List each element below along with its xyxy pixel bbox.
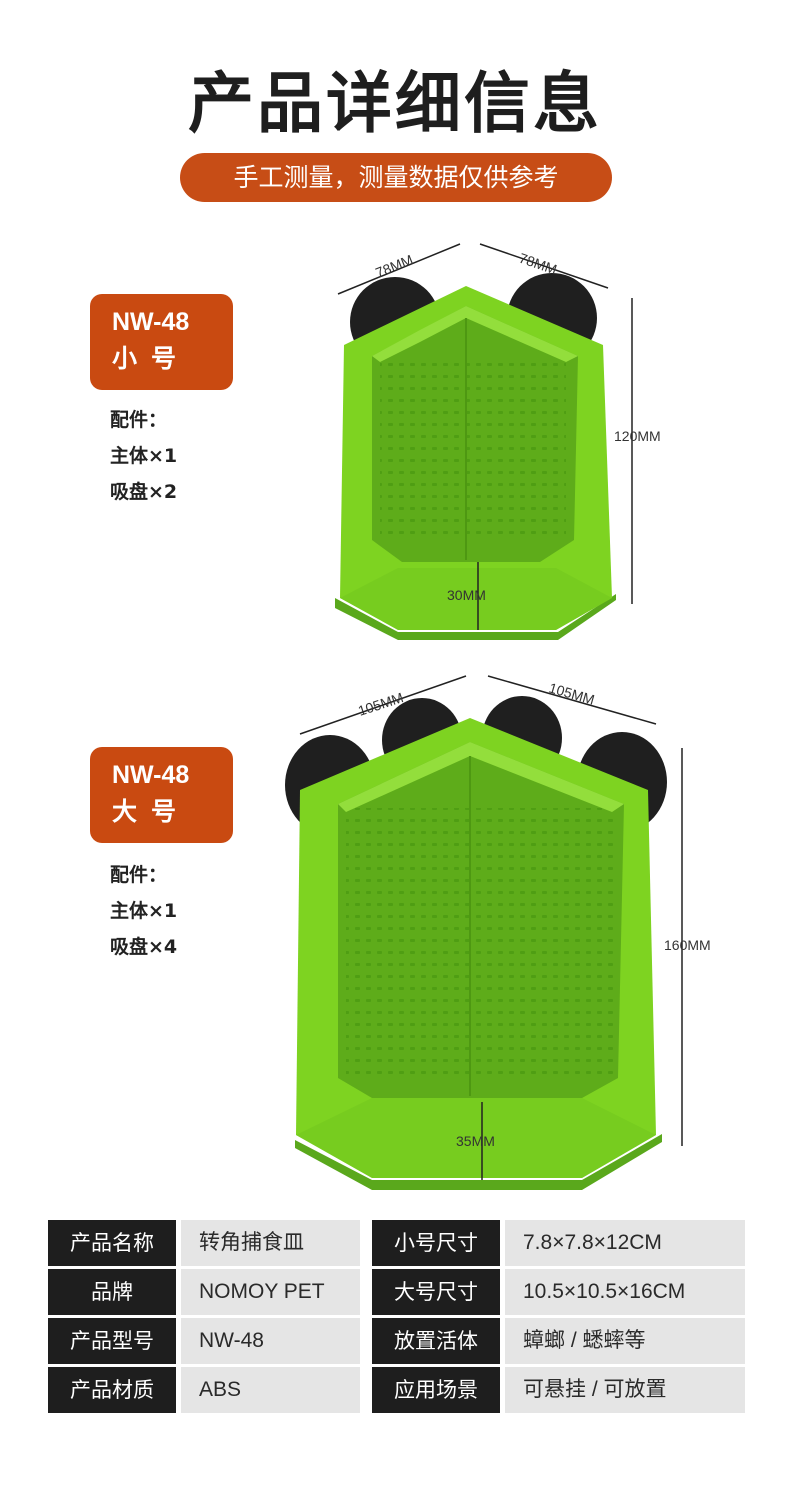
small-dim-height: 120MM xyxy=(614,428,661,444)
table-row: 产品名称 转角捕食皿 小号尺寸 7.8×7.8×12CM xyxy=(48,1220,745,1266)
spec-key: 放置活体 xyxy=(372,1318,500,1364)
small-size-label: 小号 xyxy=(112,345,191,373)
spec-value: 转角捕食皿 xyxy=(181,1220,360,1266)
spec-key: 应用场景 xyxy=(372,1367,500,1413)
spec-value: 10.5×10.5×16CM xyxy=(505,1269,745,1315)
small-part-suction: 吸盘×2 xyxy=(110,481,178,503)
large-product-image xyxy=(285,696,667,1190)
large-model-badge: NW-48 大号 xyxy=(90,747,233,843)
table-row: 产品型号 NW-48 放置活体 蟑螂 / 蟋蟀等 xyxy=(48,1318,745,1364)
subtitle-pill: 手工测量，测量数据仅供参考 xyxy=(180,153,612,202)
small-dim-right: 78MM xyxy=(517,250,559,278)
large-dim-base: 35MM xyxy=(456,1133,495,1149)
table-row: 产品材质 ABS 应用场景 可悬挂 / 可放置 xyxy=(48,1367,745,1413)
page-title: 产品详细信息 xyxy=(188,65,602,142)
small-model-badge: NW-48 小号 xyxy=(90,294,233,390)
small-dim-left: 78MM xyxy=(373,251,415,280)
large-dim-right: 105MM xyxy=(547,680,596,708)
small-parts-label: 配件： xyxy=(110,409,168,431)
spec-value: NW-48 xyxy=(181,1318,360,1364)
large-part-suction: 吸盘×4 xyxy=(110,936,178,958)
spec-key: 产品材质 xyxy=(48,1367,176,1413)
small-dim-base: 30MM xyxy=(447,587,486,603)
spec-value: 可悬挂 / 可放置 xyxy=(505,1367,745,1413)
spec-value: 7.8×7.8×12CM xyxy=(505,1220,745,1266)
spec-value: 蟑螂 / 蟋蟀等 xyxy=(505,1318,745,1364)
small-part-body: 主体×1 xyxy=(110,445,178,467)
small-product-image xyxy=(335,273,616,640)
spec-key: 品牌 xyxy=(48,1269,176,1315)
spec-value: NOMOY PET xyxy=(181,1269,360,1315)
large-part-body: 主体×1 xyxy=(110,900,178,922)
table-row: 品牌 NOMOY PET 大号尺寸 10.5×10.5×16CM xyxy=(48,1269,745,1315)
spec-key: 大号尺寸 xyxy=(372,1269,500,1315)
product-illustrations: 78MM 78MM 120MM 30MM 105MM 105MM 160MM 3… xyxy=(285,243,711,1190)
small-parts-list: 配件： 主体×1 吸盘×2 xyxy=(110,402,177,510)
large-dim-height: 160MM xyxy=(664,937,711,953)
spec-key: 小号尺寸 xyxy=(372,1220,500,1266)
large-parts-label: 配件： xyxy=(110,864,168,886)
large-parts-list: 配件： 主体×1 吸盘×4 xyxy=(110,857,177,965)
spec-key: 产品型号 xyxy=(48,1318,176,1364)
small-model-code: NW-48 xyxy=(112,308,190,336)
spec-value: ABS xyxy=(181,1367,360,1413)
large-model-code: NW-48 xyxy=(112,761,190,789)
large-size-label: 大号 xyxy=(112,798,191,826)
spec-key: 产品名称 xyxy=(48,1220,176,1266)
